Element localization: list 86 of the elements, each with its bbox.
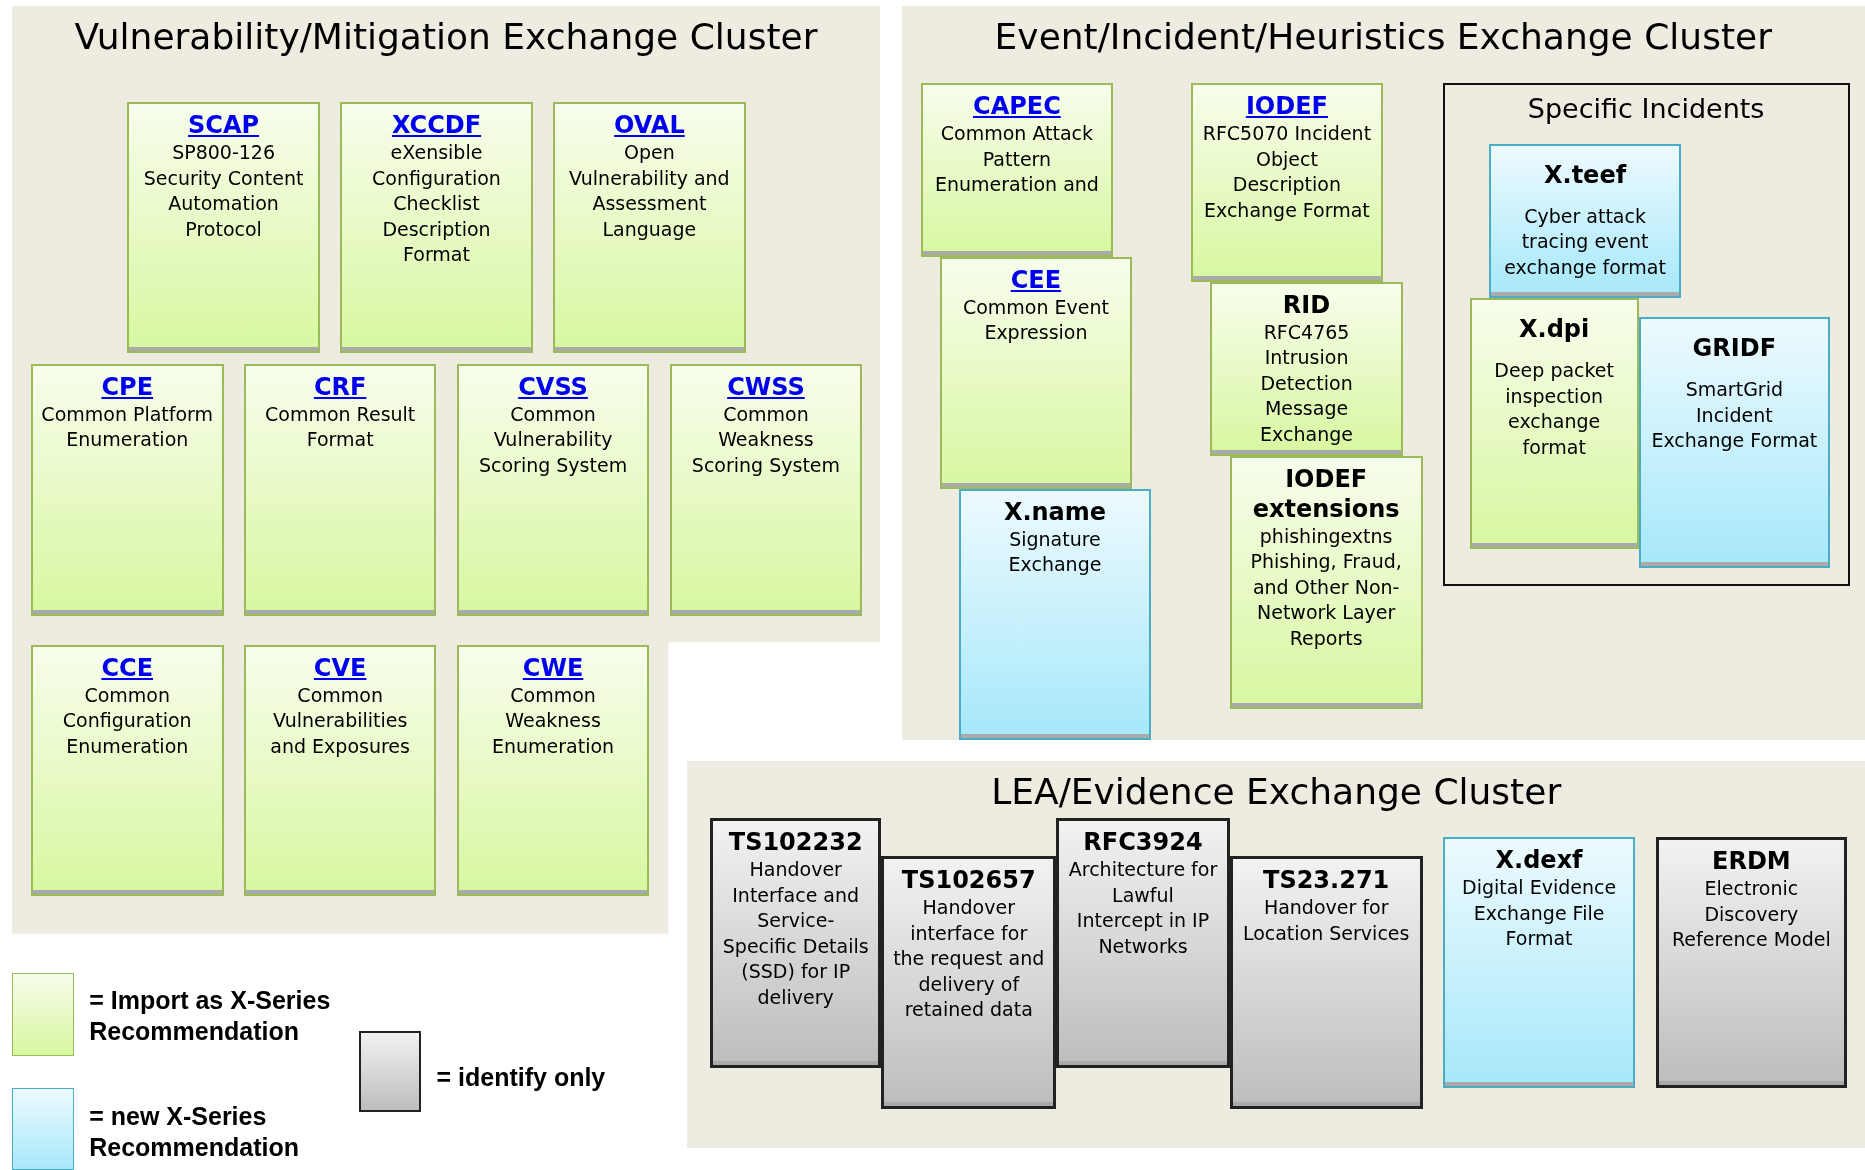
standard-card xyxy=(1638,317,1831,569)
card-description: SP800-126 Security Content Automation Protocol xyxy=(142,140,305,242)
standard-card xyxy=(553,102,746,354)
standard-card xyxy=(881,856,1057,1109)
standard-card xyxy=(1655,837,1848,1089)
card-description: Common Attack Pattern Enumeration and xyxy=(933,121,1100,198)
card-title: IODEF extensions xyxy=(1251,463,1401,524)
card-title: RID xyxy=(1281,289,1332,320)
standard-card xyxy=(1190,83,1384,282)
standard-card xyxy=(456,644,650,896)
legend-text: = Import as X-Series Recommendation xyxy=(89,984,332,1047)
standard-link: CCE xyxy=(100,652,155,683)
card-description: phishingextns Phishing, Fraud, and Other Non-Network Layer Reports xyxy=(1249,523,1403,651)
card-description: Common Weakness Enumeration xyxy=(491,682,616,759)
card-title: GRIDF xyxy=(1691,333,1778,364)
cluster-title: Event/Incident/Heuristics Exchange Cluster xyxy=(994,15,1772,57)
card-description: Cyber attack tracing event exchange format xyxy=(1503,203,1667,280)
card-description: Common Configuration Enumeration xyxy=(61,682,193,759)
card-title: RFC3924 xyxy=(1082,827,1204,858)
card-description: eXensible Configuration Checklist Description Format xyxy=(371,140,502,268)
standard-card xyxy=(1442,837,1636,1089)
card-title: X.dpi xyxy=(1518,314,1591,345)
standard-card xyxy=(1469,298,1639,550)
standard-link: CWE xyxy=(521,652,585,683)
card-title: TS23.271 xyxy=(1262,865,1391,896)
card-description: Common Platform Enumeration xyxy=(40,401,214,453)
card-description: RFC5070 Incident Object Description Exchange Format xyxy=(1201,121,1373,223)
card-description: Handover for Location Services xyxy=(1241,895,1411,946)
standard-card xyxy=(30,644,224,896)
standard-link: IODEF xyxy=(1244,91,1329,122)
group-title: Specific Incidents xyxy=(1527,93,1765,125)
card-description: Common Vulnerability Scoring System xyxy=(477,401,629,478)
legend-text: = new X-Series Recommendation xyxy=(89,1101,300,1164)
cluster-panel xyxy=(687,761,1865,1148)
standard-link: CAPEC xyxy=(972,91,1062,122)
group-frame xyxy=(1442,83,1850,587)
card-description: Common Event Expression xyxy=(961,294,1110,346)
standard-link: CWSS xyxy=(726,371,806,402)
standard-card xyxy=(243,363,437,617)
cluster-panel xyxy=(901,5,1865,740)
cluster-panel xyxy=(11,5,881,934)
cluster-title: LEA/Evidence Exchange Cluster xyxy=(991,771,1562,813)
card-title: TS102232 xyxy=(727,827,864,858)
standard-link: XCCDF xyxy=(390,110,483,141)
standard-link: SCAP xyxy=(187,110,261,141)
standard-card xyxy=(1229,856,1423,1109)
card-description: Common Vulnerabilities and Exposures xyxy=(269,682,411,759)
card-description: SmartGrid Incident Exchange Format xyxy=(1650,377,1819,454)
standard-card xyxy=(939,256,1133,489)
standard-card xyxy=(1056,818,1230,1069)
standard-card xyxy=(243,644,437,896)
standard-link: OVAL xyxy=(613,110,686,141)
card-description: Open Vulnerability and Assessment Language xyxy=(568,140,731,242)
card-title: ERDM xyxy=(1711,846,1792,877)
standard-card xyxy=(710,818,882,1069)
card-description: Electronic Discovery Reference Model xyxy=(1671,876,1832,953)
standard-card xyxy=(127,102,320,354)
standard-card xyxy=(958,488,1152,740)
card-title: X.teef xyxy=(1543,159,1628,190)
card-description: Common Weakness Scoring System xyxy=(690,401,842,478)
card-description: Signature Exchange xyxy=(1007,526,1103,578)
card-description: Deep packet inspection exchange format xyxy=(1493,358,1615,460)
standard-link: CRF xyxy=(312,371,368,402)
standard-card xyxy=(456,363,650,617)
card-description: Architecture for Lawful Intercept in IP Networks xyxy=(1067,857,1219,959)
card-title: TS102657 xyxy=(900,865,1037,896)
card-description: Digital Evidence Exchange File Format xyxy=(1461,875,1618,952)
standard-link: CEE xyxy=(1009,264,1063,295)
card-title: X.dexf xyxy=(1494,845,1584,876)
standard-card xyxy=(340,102,533,354)
cluster-title: Vulnerability/Mitigation Exchange Cluster xyxy=(74,15,818,57)
standard-card xyxy=(920,83,1114,257)
standard-link: CVSS xyxy=(517,371,589,402)
card-title: X.name xyxy=(1002,496,1108,527)
standard-card xyxy=(669,363,863,617)
standard-card xyxy=(1488,143,1682,299)
standard-card xyxy=(1209,281,1404,456)
card-description: Handover interface for the request and delivery of retained data xyxy=(892,895,1046,1023)
standard-card xyxy=(1229,455,1423,709)
standard-card xyxy=(30,363,224,617)
card-description: Handover Interface and Service-Specific Details (SSD) for IP delivery xyxy=(721,857,870,1010)
standard-link: CPE xyxy=(100,371,155,402)
card-description: RFC4765 Intrusion Detection Message Exchange xyxy=(1259,319,1354,447)
card-description: Common Result Format xyxy=(264,401,417,453)
standard-link: CVE xyxy=(312,652,368,683)
legend-text: = identify only xyxy=(436,1062,607,1094)
